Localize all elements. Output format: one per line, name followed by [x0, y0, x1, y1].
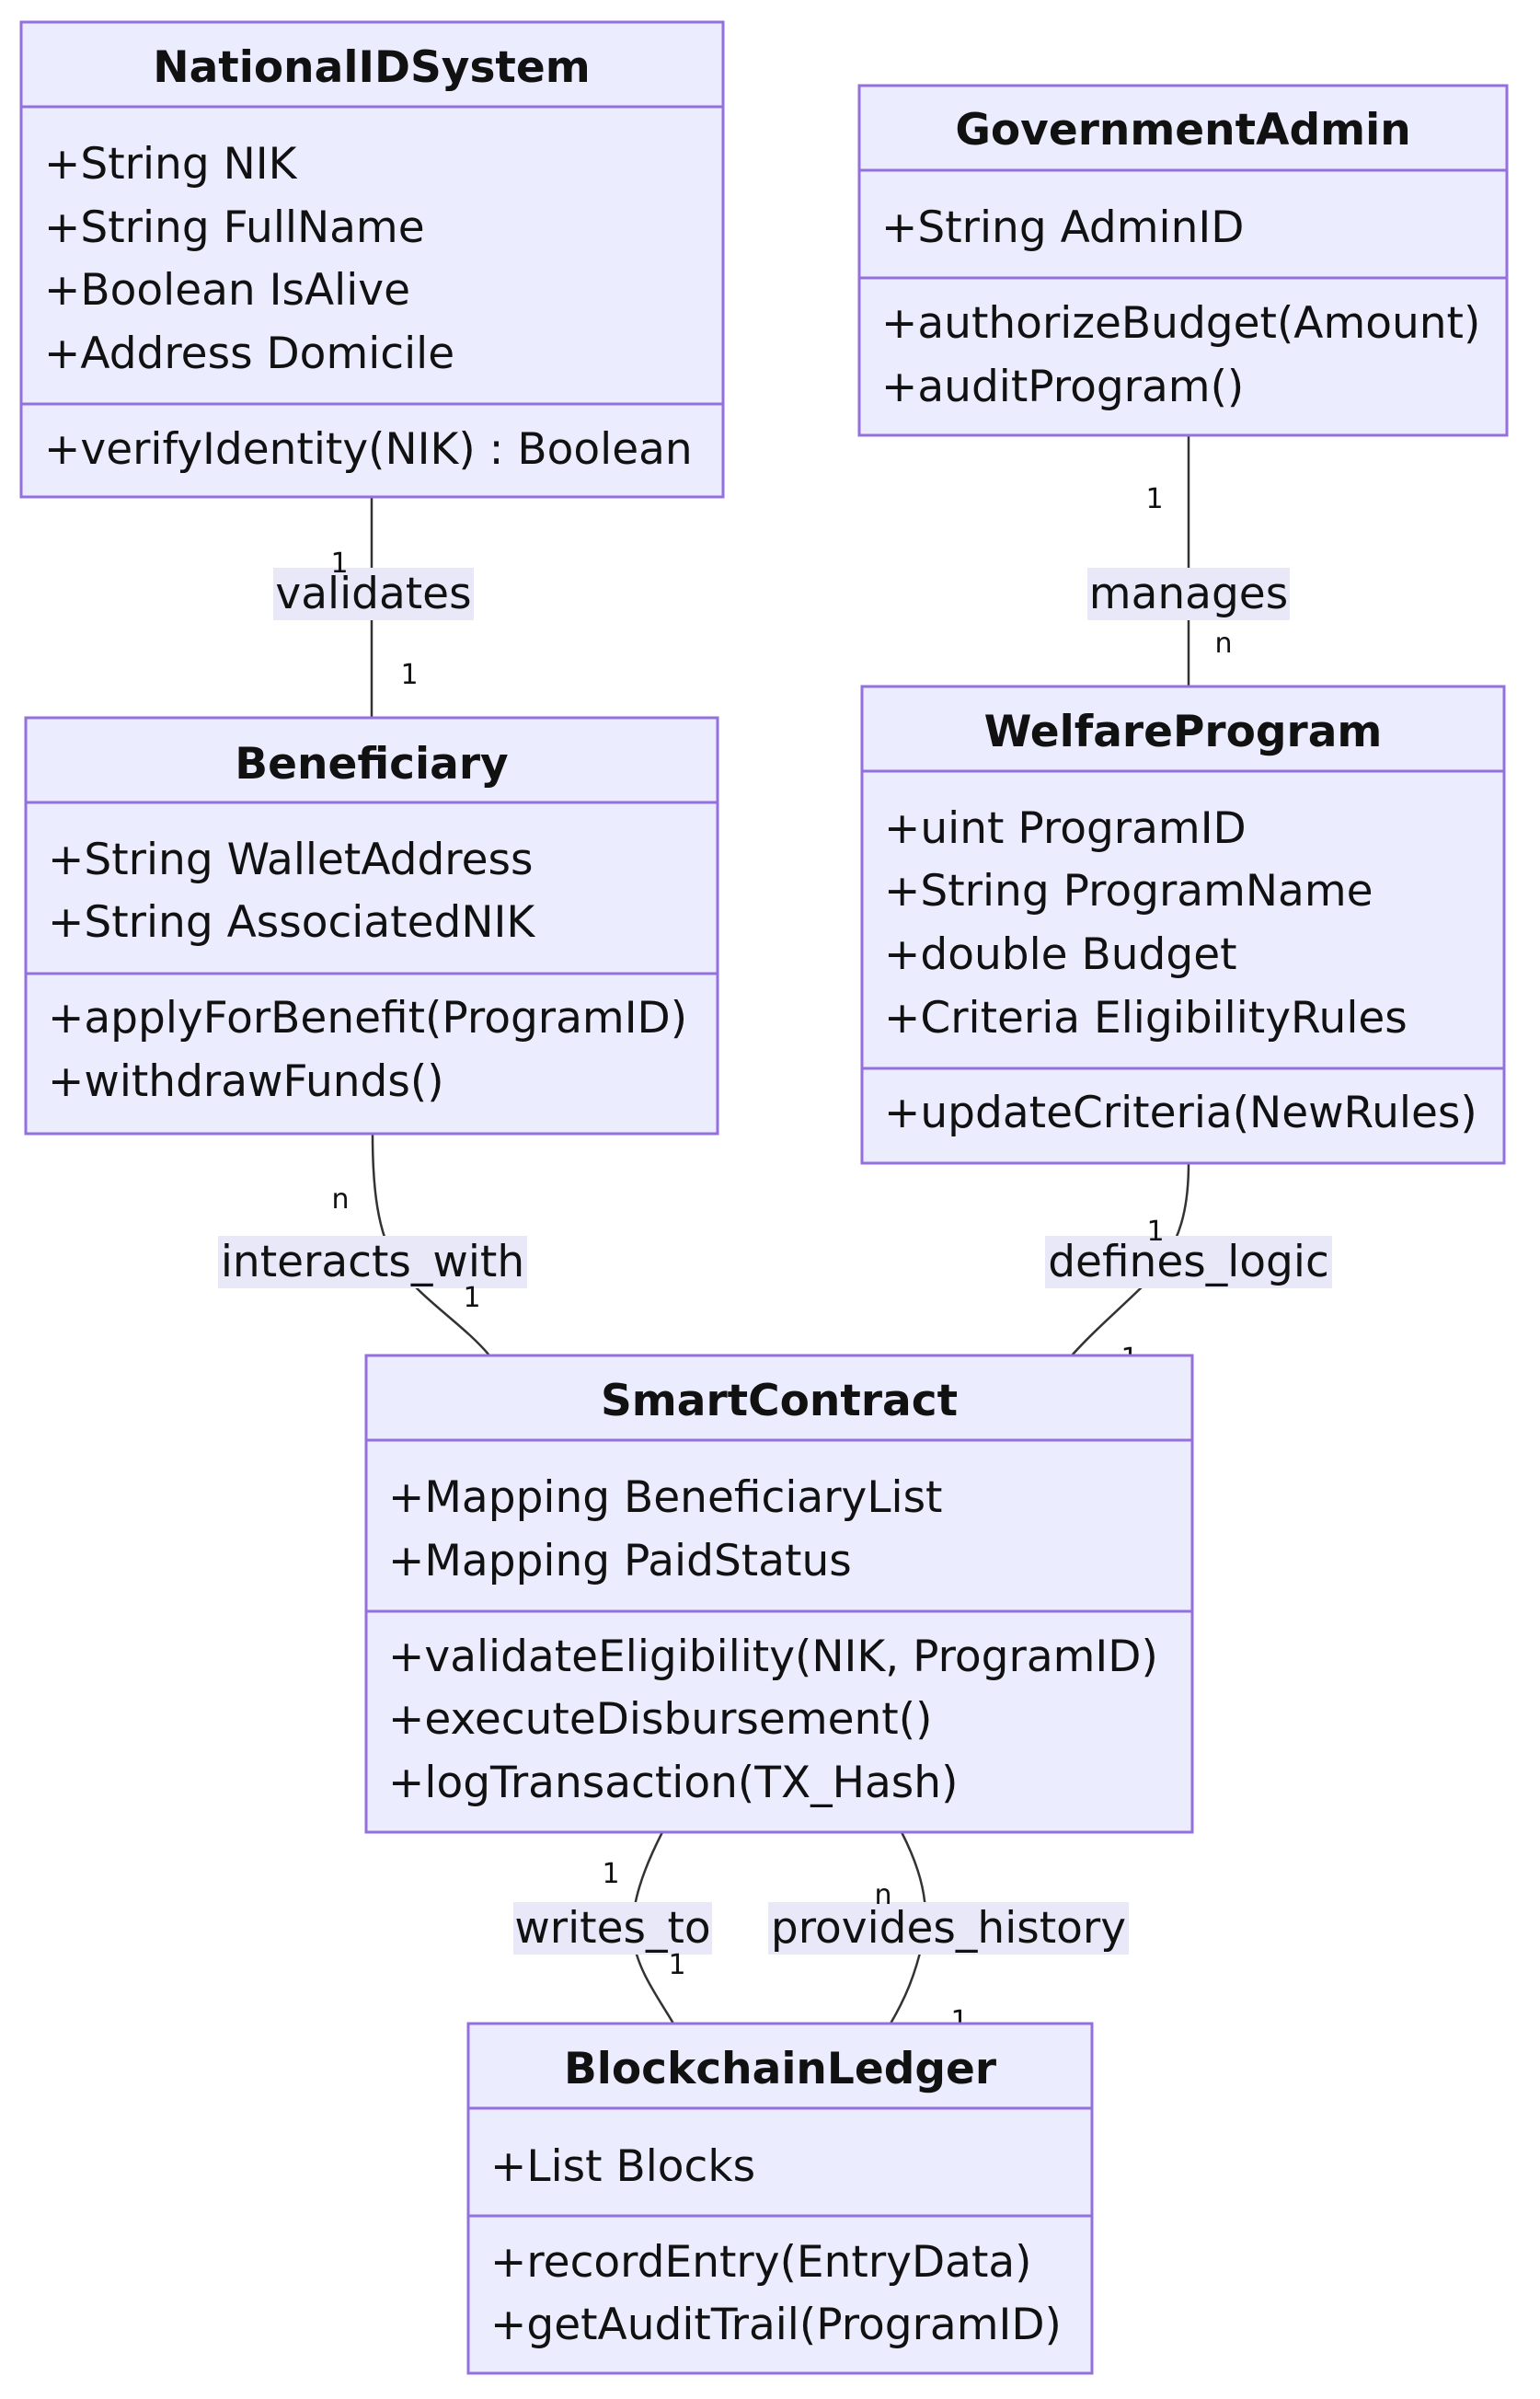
manages-label: manages: [1089, 569, 1288, 619]
attribute: +String AdminID: [881, 202, 1244, 253]
writes-to-label: writes_to: [514, 1903, 710, 1954]
attribute: +String WalletAddress: [48, 835, 534, 885]
method: +updateCriteria(NewRules): [884, 1088, 1477, 1138]
writes-to-from-cardinality: 1: [602, 1858, 619, 1890]
validates-from-cardinality: 1: [330, 548, 348, 580]
relation-labels: validates manages interacts_with defines…: [218, 568, 1332, 1955]
class-government-admin[interactable]: GovernmentAdmin +String AdminID +authori…: [857, 84, 1509, 437]
manages-to-cardinality: n: [1214, 628, 1232, 660]
method: +auditProgram(): [881, 362, 1244, 412]
attribute: +Mapping PaidStatus: [388, 1536, 852, 1586]
attribute: +String AssociatedNIK: [48, 897, 535, 948]
attribute: +Criteria EligibilityRules: [884, 993, 1408, 1044]
class-blockchain-ledger[interactable]: BlockchainLedger +List Blocks +recordEnt…: [466, 2022, 1094, 2375]
attribute: +String ProgramName: [884, 866, 1373, 917]
attribute: +double Budget: [884, 929, 1237, 980]
method: +verifyIdentity(NIK) : Boolean: [44, 424, 693, 475]
method: +executeDisbursement(): [388, 1694, 932, 1745]
method: +validateEligibility(NIK, ProgramID): [388, 1632, 1158, 1682]
attribute: +Mapping BeneficiaryList: [388, 1472, 943, 1523]
class-smart-contract[interactable]: SmartContract +Mapping BeneficiaryList +…: [364, 1354, 1194, 1834]
attribute: +String NIK: [44, 139, 298, 190]
defines-logic-label: defines_logic: [1048, 1237, 1329, 1287]
method: +getAuditTrail(ProgramID): [490, 2300, 1062, 2350]
attribute: +Address Domicile: [44, 329, 454, 379]
validates-to-cardinality: 1: [400, 659, 418, 691]
method: +logTransaction(TX_Hash): [388, 1758, 958, 1808]
class-name: GovernmentAdmin: [955, 105, 1410, 156]
defines-logic-from-cardinality: 1: [1146, 1216, 1164, 1248]
interacts-with-label: interacts_with: [221, 1237, 524, 1287]
method: +authorizeBudget(Amount): [881, 298, 1480, 349]
attribute: +Boolean IsAlive: [44, 265, 410, 316]
class-name: NationalIDSystem: [153, 42, 591, 93]
manages-from-cardinality: 1: [1145, 483, 1163, 515]
interacts-with-to-cardinality: 1: [463, 1282, 480, 1314]
class-name: SmartContract: [601, 1376, 958, 1426]
class-name: BlockchainLedger: [564, 2044, 997, 2094]
class-beneficiary[interactable]: Beneficiary +String WalletAddress +Strin…: [24, 716, 719, 1136]
attribute: +uint ProgramID: [884, 803, 1247, 854]
method: +applyForBenefit(ProgramID): [48, 993, 687, 1044]
writes-to-to-cardinality: 1: [668, 1949, 685, 1981]
class-national-id-system[interactable]: NationalIDSystem +String NIK +String Ful…: [19, 20, 725, 499]
provides-history-from-cardinality: n: [874, 1879, 891, 1911]
class-name: Beneficiary: [235, 739, 508, 790]
class-welfare-program[interactable]: WelfareProgram +uint ProgramID +String P…: [860, 685, 1506, 1165]
method: +withdrawFunds(): [48, 1056, 444, 1107]
attribute: +List Blocks: [490, 2141, 755, 2192]
validates-label: validates: [275, 569, 471, 619]
interacts-with-from-cardinality: n: [331, 1183, 349, 1216]
provides-history-label: provides_history: [771, 1903, 1126, 1954]
method: +recordEntry(EntryData): [490, 2237, 1032, 2288]
cardinalities: 1 1 1 n n 1 1 1 1 1 n 1: [330, 483, 1232, 2037]
attribute: +String FullName: [44, 202, 425, 253]
class-name: WelfareProgram: [984, 707, 1383, 757]
